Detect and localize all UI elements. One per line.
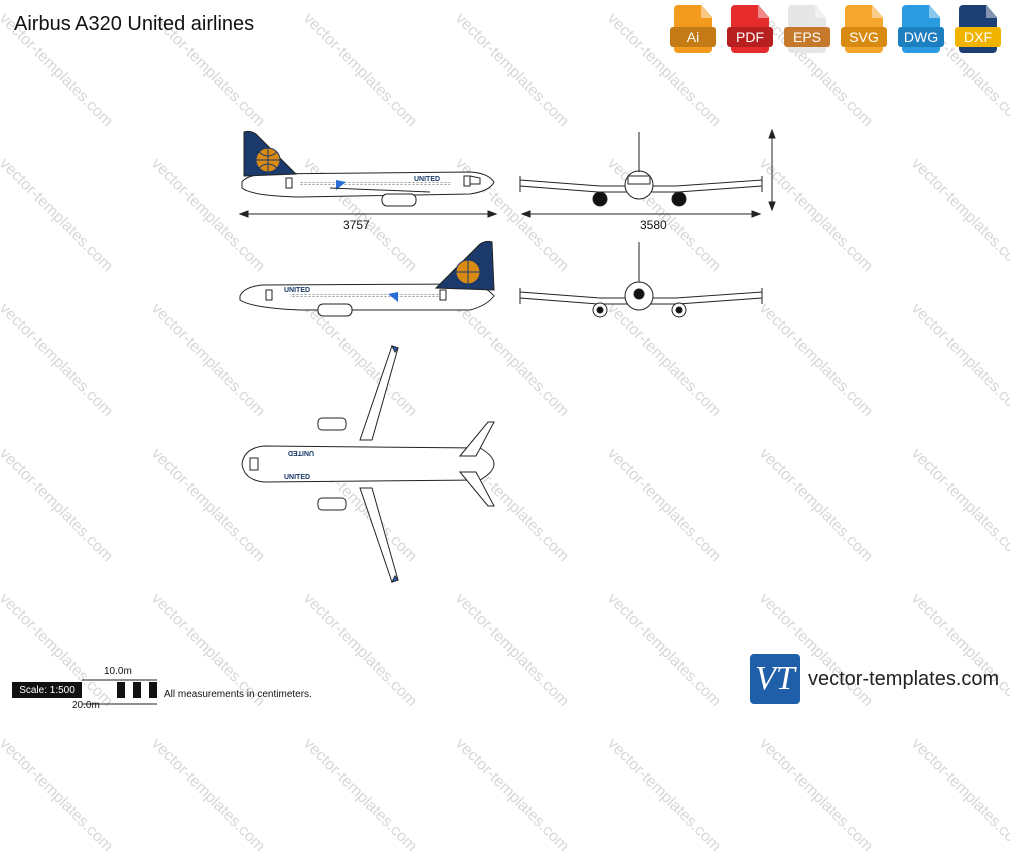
eps-file-icon[interactable]: EPS bbox=[784, 5, 830, 53]
svg-text:UNITED: UNITED bbox=[284, 474, 310, 481]
file-corner-fold bbox=[929, 5, 940, 18]
scale-top-mark: 10.0m bbox=[104, 666, 132, 677]
svg-text:UNITED: UNITED bbox=[288, 449, 314, 456]
aircraft-drawings: UNITED UNITED bbox=[238, 128, 776, 583]
scale-bottom-mark: 20.0m bbox=[72, 700, 100, 711]
side-view-right: UNITED bbox=[241, 130, 495, 207]
wingspan-dimension bbox=[520, 128, 776, 218]
svg-text:UNITED: UNITED bbox=[414, 176, 440, 183]
watermark-text: vector-templates.com bbox=[755, 735, 877, 856]
format-label: EPS bbox=[784, 27, 830, 47]
svg-file-icon[interactable]: SVG bbox=[841, 5, 887, 53]
file-corner-fold bbox=[986, 5, 997, 18]
watermark-text: vector-templates.com bbox=[451, 735, 573, 856]
page-title: Airbus A320 United airlines bbox=[14, 13, 255, 35]
format-label: DWG bbox=[898, 27, 944, 47]
file-corner-fold bbox=[815, 5, 826, 18]
top-view: UNITED UNITED bbox=[241, 345, 495, 583]
ai-file-icon[interactable]: Ai bbox=[670, 5, 716, 53]
scale-label: Scale: 1:500 bbox=[12, 682, 82, 698]
file-corner-fold bbox=[872, 5, 883, 18]
format-label: Ai bbox=[670, 27, 716, 47]
pdf-file-icon[interactable]: PDF bbox=[727, 5, 773, 53]
watermark-text: vector-templates.com bbox=[147, 735, 269, 856]
logo-text: vector-templates.com bbox=[808, 667, 1000, 690]
format-label: DXF bbox=[955, 27, 1001, 47]
format-download-bar: Ai PDF EPS SVG DWG DXF bbox=[670, 5, 1001, 53]
file-corner-fold bbox=[758, 5, 769, 18]
dwg-file-icon[interactable]: DWG bbox=[898, 5, 944, 53]
format-label: PDF bbox=[727, 27, 773, 47]
length-label: 3757 bbox=[343, 218, 370, 232]
svg-text:UNITED: UNITED bbox=[284, 287, 310, 294]
side-view-left: UNITED bbox=[239, 240, 495, 317]
watermark-text: vector-templates.com bbox=[299, 735, 421, 856]
wingspan-label: 3580 bbox=[640, 218, 667, 232]
front-view-bottom bbox=[519, 242, 763, 318]
front-view-top bbox=[519, 132, 763, 207]
vt-logo-icon: VT bbox=[750, 654, 800, 704]
scale-ruler bbox=[82, 679, 157, 705]
format-label: SVG bbox=[841, 27, 887, 47]
length-dimension bbox=[238, 210, 498, 218]
file-corner-fold bbox=[701, 5, 712, 18]
watermark-text: vector-templates.com bbox=[603, 735, 725, 856]
watermark-text: vector-templates.com bbox=[0, 735, 117, 856]
dxf-file-icon[interactable]: DXF bbox=[955, 5, 1001, 53]
site-logo[interactable]: VT vector-templates.com bbox=[750, 654, 999, 704]
watermark-text: vector-templates.com bbox=[907, 735, 1010, 856]
measurement-note: All measurements in centimeters. bbox=[164, 689, 312, 700]
